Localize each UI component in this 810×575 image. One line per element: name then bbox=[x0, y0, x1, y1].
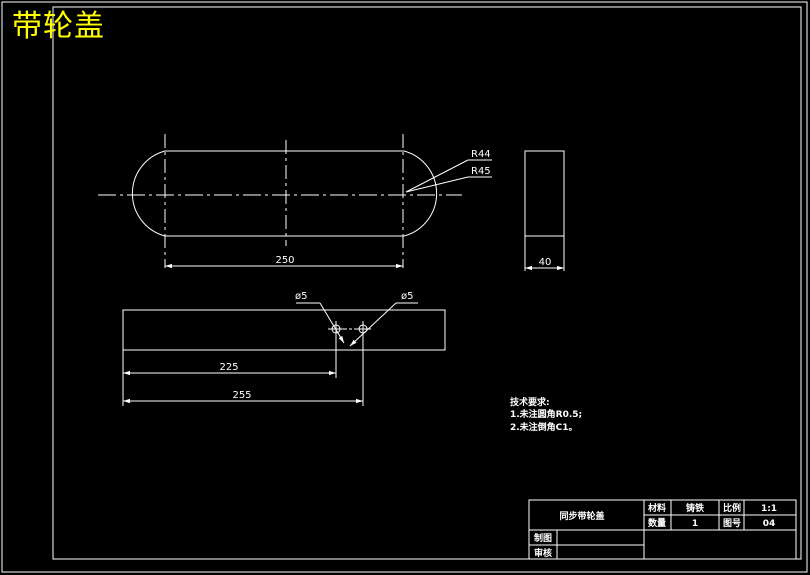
dim-40-text: 40 bbox=[539, 257, 552, 268]
bottom-rect bbox=[122, 309, 446, 351]
obround-outline bbox=[131, 150, 438, 237]
dim-r44-text: R44 bbox=[471, 149, 491, 160]
drawn-label: 制图 bbox=[534, 532, 552, 544]
side-view bbox=[524, 150, 565, 271]
notes-line-2: 2.未注倒角C1。 bbox=[510, 421, 578, 433]
notes-heading: 技术要求: bbox=[510, 396, 550, 408]
dim-250-text: 250 bbox=[275, 255, 294, 266]
dim-225-text: 225 bbox=[219, 362, 238, 373]
drawing-no-label: 图号 bbox=[723, 518, 741, 529]
material-value: 铸铁 bbox=[686, 502, 704, 514]
dim-r45-text: R45 bbox=[471, 166, 491, 177]
bottom-view bbox=[122, 302, 446, 406]
dim-hole-right-text: ø5 bbox=[401, 291, 413, 302]
dim-255-text: 255 bbox=[232, 390, 251, 401]
checked-label: 审核 bbox=[534, 547, 552, 559]
title-block bbox=[528, 499, 797, 560]
notes-line-1: 1.未注圆角R0.5; bbox=[510, 408, 582, 420]
inner-frame bbox=[52, 6, 802, 560]
dim-hole-left-text: ø5 bbox=[295, 291, 307, 302]
drawing-title: 带轮盖 bbox=[12, 9, 105, 44]
leader-r45 bbox=[405, 176, 469, 193]
quantity-label: 数量 bbox=[648, 517, 666, 529]
drawing-no-value: 04 bbox=[763, 519, 776, 529]
part-name: 同步带轮盖 bbox=[559, 510, 604, 522]
leader-r44 bbox=[405, 159, 469, 193]
quantity-value: 1 bbox=[692, 519, 698, 529]
side-rect bbox=[524, 150, 565, 237]
scale-value: 1:1 bbox=[761, 504, 777, 514]
front-view bbox=[98, 134, 492, 269]
scale-label: 比例 bbox=[723, 502, 741, 514]
material-label: 材料 bbox=[647, 502, 666, 514]
